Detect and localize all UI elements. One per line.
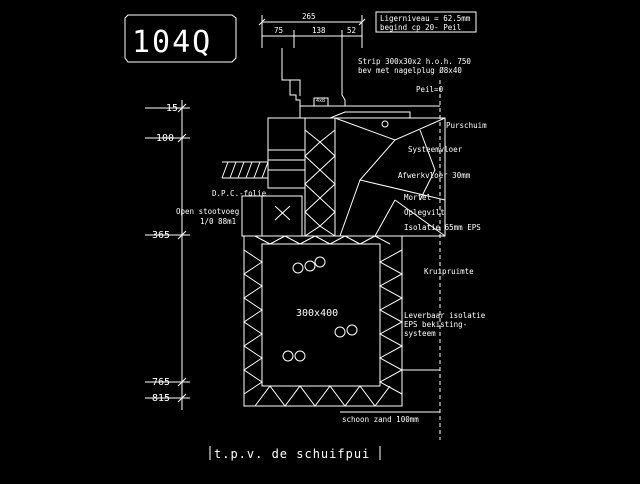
label-purschuim: Purschuim xyxy=(446,121,487,130)
level-label: -100 xyxy=(150,133,174,144)
right-edge xyxy=(340,80,441,440)
label-kruipruimte: Kruipruimte xyxy=(424,267,474,276)
rebar-group xyxy=(282,256,358,362)
level-label: -815 xyxy=(146,393,170,404)
level-label: -365 xyxy=(146,230,170,241)
label-ligerniveau: Ligerniveau = 62.5mm xyxy=(380,14,471,23)
dim-2: 138 xyxy=(312,26,326,35)
label-strip-2: bev met nagelplug Ø8x40 xyxy=(358,66,462,75)
label-tag: 4x8 xyxy=(316,98,325,104)
caption: t.p.v. de schuifpui xyxy=(214,447,370,461)
label-dpc: D.P.C.-folie xyxy=(212,189,267,198)
top-dimension xyxy=(258,15,366,48)
label-strip: Strip 300x30x2 h.o.h. 750 xyxy=(358,57,471,66)
level-ruler xyxy=(145,100,190,410)
dim-3: 52 xyxy=(347,26,356,35)
inner-wall xyxy=(304,117,336,237)
label-randisolatie-3: systeem xyxy=(404,329,436,338)
sliding-door-profile xyxy=(281,48,346,107)
level-label: -765 xyxy=(146,377,170,388)
label-randisolatie-2: EPS bekisting- xyxy=(404,320,467,329)
caption-frame: t.p.v. de schuifpui xyxy=(209,446,381,461)
drawing-number: 104Q xyxy=(132,25,212,60)
label-randisolatie: Leverbaar isolatie xyxy=(404,311,486,320)
label-mortel: Mortel xyxy=(404,193,431,202)
threshold xyxy=(299,105,440,128)
dim-1: 75 xyxy=(274,26,283,35)
label-oplegvilt: Oplegvilt xyxy=(404,208,445,217)
label-stootvoeg: Open stootvoeg xyxy=(176,207,239,216)
label-zand: schoon zand 100mm xyxy=(342,415,419,424)
outer-brick-wall xyxy=(241,117,306,237)
label-systeemvloer: Systeemvloer xyxy=(408,145,463,154)
label-isolatie: Isolatie 65mm EPS xyxy=(404,223,481,232)
dim-total: 265 xyxy=(302,12,316,21)
drawing-number-frame: 104Q xyxy=(124,14,237,63)
label-stootvoeg-2: 1/0 88m1 xyxy=(200,217,236,226)
annotations: Ligerniveau = 62.5mm begind cp 20- Peil … xyxy=(176,11,487,424)
beam-size: 300x400 xyxy=(296,308,338,319)
label-afwerkvloer: Afwerkvloer 30mm xyxy=(398,171,471,180)
ground-hatch xyxy=(221,161,269,179)
foundation-beam xyxy=(243,235,404,407)
label-ligerniveau-2: begind cp 20- Peil xyxy=(380,23,461,32)
label-peil: Peil=0 xyxy=(416,85,444,94)
level-label: -15 xyxy=(160,103,178,114)
